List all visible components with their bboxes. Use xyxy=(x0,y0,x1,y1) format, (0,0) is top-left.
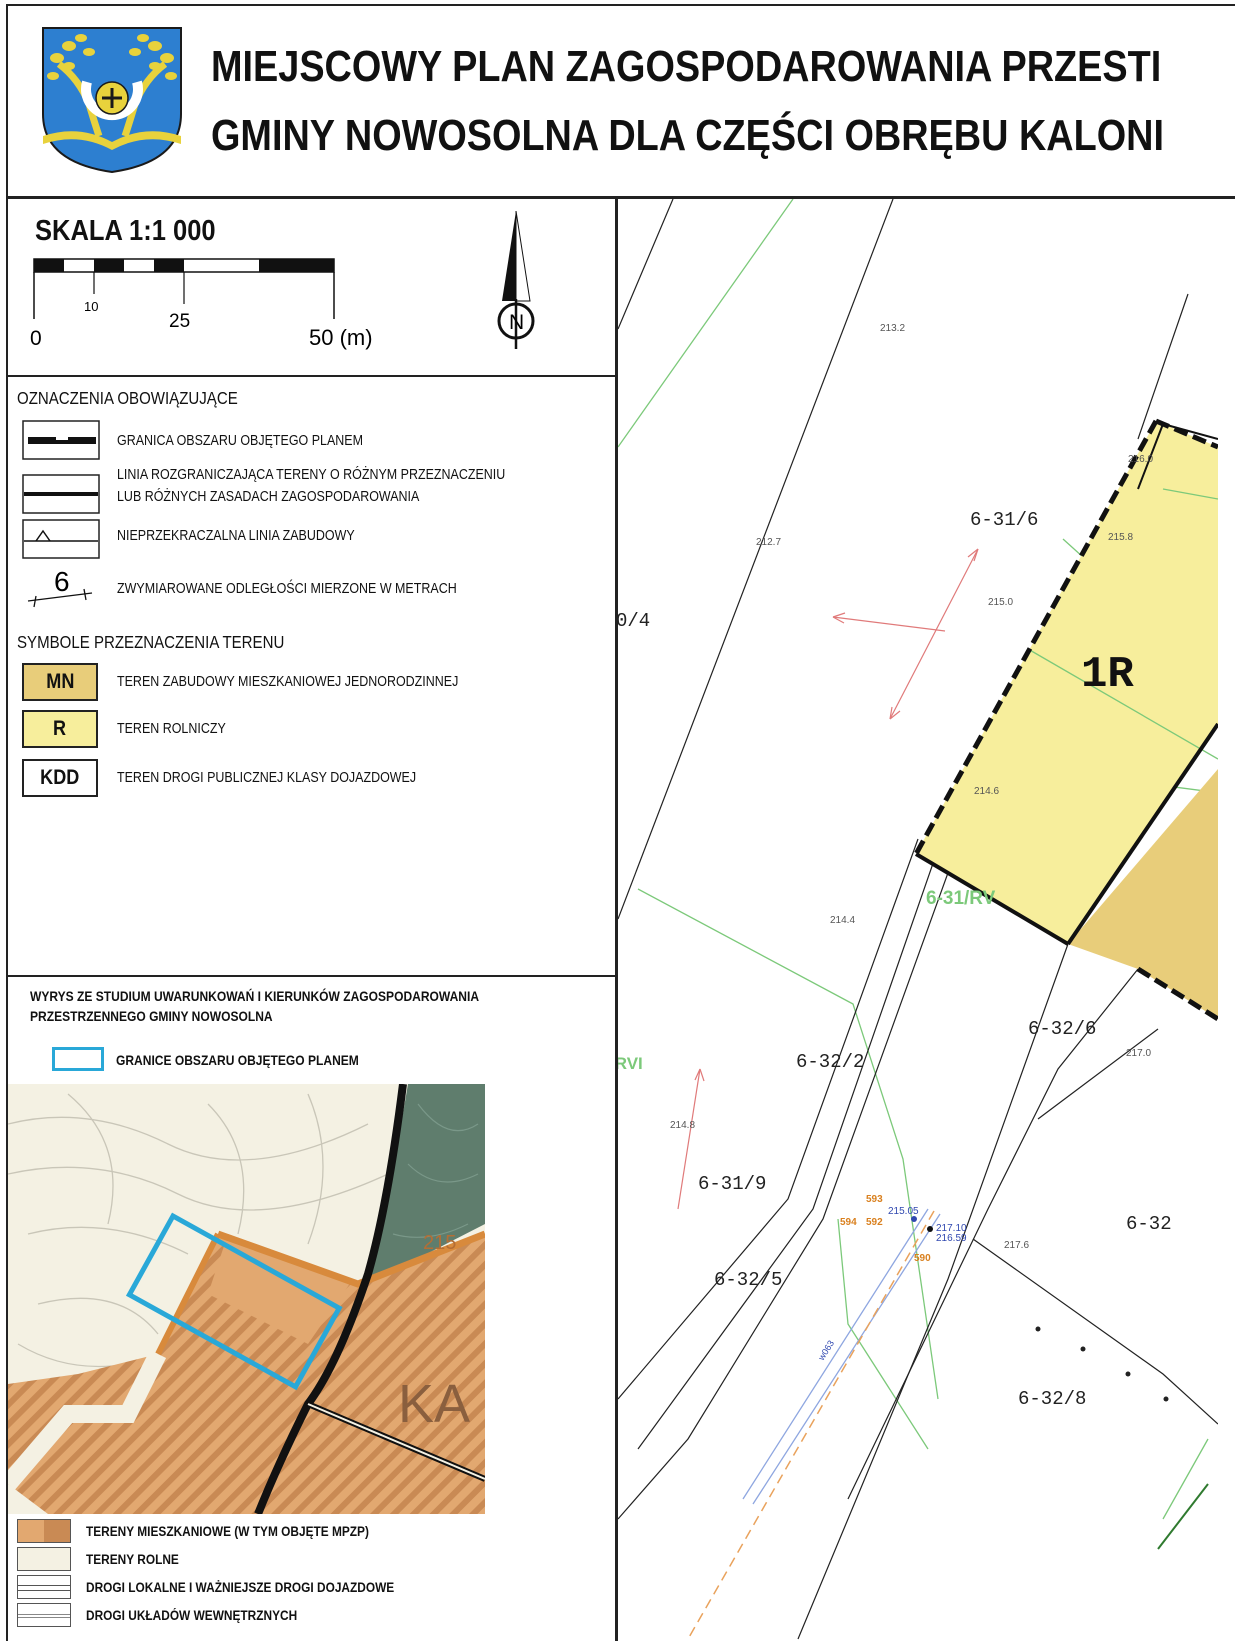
study-key-agricultural xyxy=(17,1547,71,1571)
legend-symbol-dimension: 6 xyxy=(27,566,93,608)
elev-213-2: 213.2 xyxy=(880,323,905,334)
elev-215-8: 215.8 xyxy=(1108,532,1133,543)
study-map-excerpt: KA 215 xyxy=(8,1084,485,1514)
study-section: WYRYS ZE STUDIUM UWARUNKOWAŃ I KIERUNKÓW… xyxy=(6,977,615,1641)
study-key-local-roads xyxy=(17,1575,71,1599)
study-key-label-internal-roads: DROGI UKŁADÓW WEWNĘTRZNYCH xyxy=(86,1608,298,1623)
legend-heading: OZNACZENIA OBOWIĄZUJĄCE xyxy=(17,388,238,408)
symbol-mn: MN xyxy=(22,663,98,701)
legend-symbol-building-line xyxy=(22,519,100,559)
elev-212-7: 212.7 xyxy=(756,537,781,548)
study-key-label-local-roads: DROGI LOKALNE I WAŻNIEJSZE DROGI DOJAZDO… xyxy=(86,1580,395,1595)
plan-map: 1R 6-31/6 6-31/9 6-32/2 6-32/5 6-32/6 6-… xyxy=(618,199,1218,1641)
elev-216-0: 216.0 xyxy=(1128,454,1153,465)
symbol-kdd: KDD xyxy=(22,759,98,797)
elev-214-8: 214.8 xyxy=(670,1120,695,1131)
point-590: 590 xyxy=(914,1253,931,1264)
legend-label-demarcation-line-2: LUB RÓŻNYCH ZASADACH ZAGOSPODAROWANIA xyxy=(117,489,420,505)
parcel-6-32-5: 6-32/5 xyxy=(714,1269,782,1291)
scale-tick-25: 25 xyxy=(169,311,190,332)
elev-214-6: 214.6 xyxy=(974,786,999,797)
study-key-label-residential: TERENY MIESZKANIOWE (W TYM OBJĘTE MPZP) xyxy=(86,1524,369,1539)
elev-216-59: 216.59 xyxy=(936,1233,967,1244)
point-594: 594 xyxy=(840,1217,857,1228)
elev-215-0: 215.0 xyxy=(988,597,1013,608)
study-key-label-agricultural: TERENY ROLNE xyxy=(86,1552,179,1567)
study-boundary-label: GRANICE OBSZARU OBJĘTEGO PLANEM xyxy=(116,1052,359,1068)
study-key-internal-roads xyxy=(17,1603,71,1627)
plan-map-drawing: 1R 6-31/6 6-31/9 6-32/2 6-32/5 6-32/6 6-… xyxy=(618,199,1218,1641)
scale-tick-0: 0 xyxy=(30,327,42,350)
parcel-6-32: 6-32 xyxy=(1126,1213,1172,1235)
study-key-residential xyxy=(17,1519,71,1543)
legend-section: OZNACZENIA OBOWIĄZUJĄCE GRANICA OBSZARU … xyxy=(6,375,615,977)
gmina-coat-of-arms-icon xyxy=(42,27,182,174)
symbol-label-r: TEREN ROLNICZY xyxy=(117,721,226,737)
symbol-label-kdd: TEREN DROGI PUBLICZNEJ KLASY DOJAZDOWEJ xyxy=(117,770,417,786)
scale-section: SKALA 1:1 000 0 10 25 50 (m) N xyxy=(6,199,615,377)
legend-label-dimension: ZWYMIAROWANE ODLEGŁOŚCI MIERZONE W METRA… xyxy=(117,581,457,597)
north-letter: N xyxy=(509,311,524,334)
symbol-label-mn: TEREN ZABUDOWY MIESZKANIOWEJ JEDNORODZIN… xyxy=(117,674,459,690)
legend-label-plan-boundary: GRANICA OBSZARU OBJĘTEGO PLANEM xyxy=(117,433,363,449)
scale-title: SKALA 1:1 000 xyxy=(35,215,216,247)
parcel-6-31-6: 6-31/6 xyxy=(970,509,1038,531)
legend-symbol-plan-boundary xyxy=(22,420,100,460)
elev-217-0: 217.0 xyxy=(1126,1048,1151,1059)
legend-label-demarcation-line-1: LINIA ROZGRANICZAJĄCA TERENY O RÓŻNYM PR… xyxy=(117,467,506,483)
scale-tick-50: 50 (m) xyxy=(309,325,373,350)
elev-215-05: 215.05 xyxy=(888,1206,919,1217)
parcel-6-31-9: 6-31/9 xyxy=(698,1173,766,1195)
parcel-0-4: 0/4 xyxy=(618,610,650,632)
parcel-6-32-6: 6-32/6 xyxy=(1028,1018,1096,1040)
land-use-symbols-heading: SYMBOLE PRZEZNACZENIA TERENU xyxy=(17,632,285,652)
study-boundary-symbol xyxy=(52,1047,104,1071)
scale-bar: 0 10 25 50 (m) xyxy=(30,258,373,350)
legend-column: SKALA 1:1 000 0 10 25 50 (m) N OZNACZENI… xyxy=(6,199,618,1641)
plan-title-line1: MIEJSCOWY PLAN ZAGOSPODAROWANIA PRZESTI xyxy=(211,42,1162,91)
land-class-6-31-rv: 6-31/RV xyxy=(926,888,996,909)
study-map-label-215: 215 xyxy=(423,1232,456,1254)
elev-214-4: 214.4 xyxy=(830,915,855,926)
sheet-frame xyxy=(6,4,1235,1641)
plan-title-line2: GMINY NOWOSOLNA DLA CZĘŚCI OBRĘBU KALONI xyxy=(211,111,1165,160)
elev-217-10: 217.10 xyxy=(936,1223,967,1234)
land-class-rvi: /RVI xyxy=(618,1054,643,1073)
scale-tick-10: 10 xyxy=(84,299,98,314)
study-heading-line2: PRZESTRZENNEGO GMINY NOWOSOLNA xyxy=(30,1008,273,1024)
symbol-r: R xyxy=(22,710,98,748)
legend-label-building-line: NIEPRZEKRACZALNA LINIA ZABUDOWY xyxy=(117,528,355,544)
study-map-label-ka: KA xyxy=(398,1374,470,1434)
legend-dimension-number: 6 xyxy=(54,566,70,597)
study-heading-line1: WYRYS ZE STUDIUM UWARUNKOWAŃ I KIERUNKÓW… xyxy=(30,988,480,1004)
north-arrow-icon: N xyxy=(497,211,535,349)
point-593: 593 xyxy=(866,1194,883,1205)
parcel-6-32-8: 6-32/8 xyxy=(1018,1388,1086,1410)
sheet-header: MIEJSCOWY PLAN ZAGOSPODAROWANIA PRZESTI … xyxy=(6,4,1235,199)
point-592: 592 xyxy=(866,1217,883,1228)
zone-label-1r: 1R xyxy=(1081,650,1134,700)
legend-symbol-demarcation-line xyxy=(22,474,100,514)
elev-217-6: 217.6 xyxy=(1004,1240,1029,1251)
parcel-6-32-2: 6-32/2 xyxy=(796,1051,864,1073)
